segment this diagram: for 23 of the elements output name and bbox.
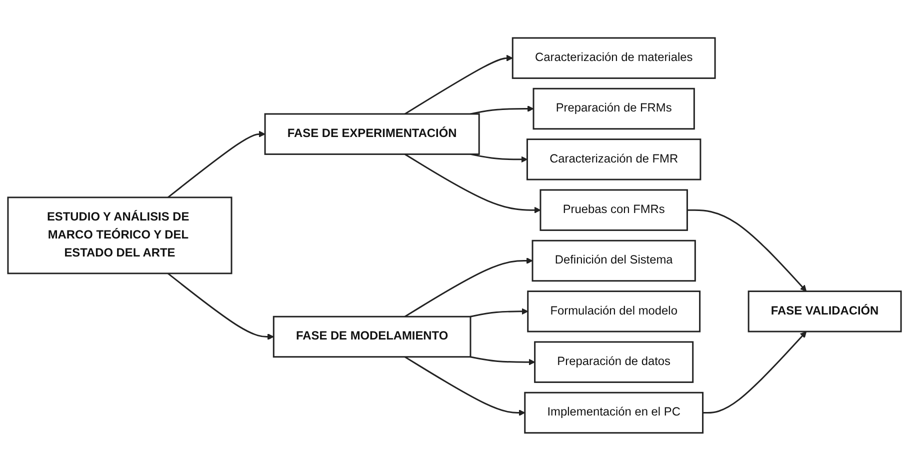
arrow — [404, 258, 533, 318]
arrow — [702, 331, 807, 414]
node-box: Preparación de FRMs — [532, 88, 695, 130]
arrow — [404, 54, 513, 115]
node-box: Formulación del modelo — [527, 290, 701, 332]
node-box: Caracterización de materiales — [512, 37, 716, 80]
node-box: Definición del Sistema — [532, 240, 696, 282]
node-box: FASE DE EXPERIMENTACIÓN — [264, 113, 480, 156]
arrow — [687, 209, 807, 292]
arrow — [167, 130, 266, 198]
node-box: Implementación en el PC — [524, 392, 704, 434]
arrow — [470, 308, 528, 318]
node-box: Preparación de datos — [534, 341, 694, 384]
arrow — [404, 154, 541, 214]
arrow — [470, 106, 534, 115]
node-box: FASE VALIDACIÓN — [748, 290, 902, 332]
node-box: FASE DE MODELAMIENTO — [272, 316, 472, 358]
arrow — [404, 356, 526, 416]
arrow — [167, 272, 274, 340]
arrow — [470, 356, 536, 366]
node-box: Caracterización de FMR — [526, 138, 702, 180]
node-box: Pruebas con FMRs — [540, 189, 688, 232]
node-box: ESTUDIO Y ANÁLISIS DE MARCO TEÓRICO Y DEL ESTADO DEL ARTE — [7, 196, 232, 274]
